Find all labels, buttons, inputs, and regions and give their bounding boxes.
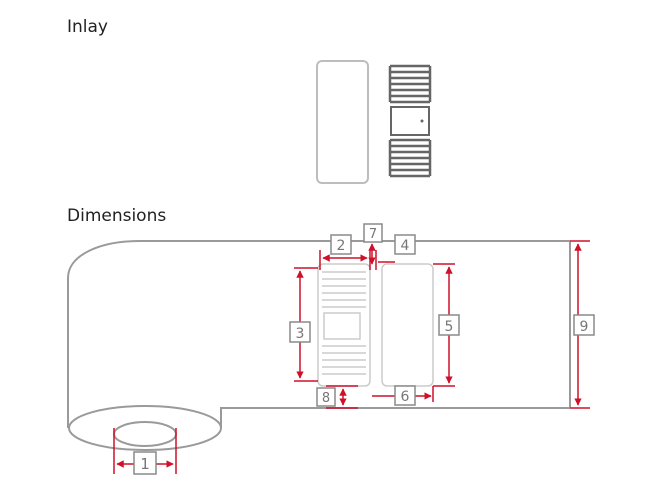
dimension-label-3: 3 [289, 321, 311, 343]
dimension-label-9: 9 [573, 314, 595, 336]
label-on-roll-inlay [317, 263, 371, 387]
inlay-heading: Inlay [67, 17, 108, 37]
dimension-4-line [375, 250, 395, 270]
dimensions-heading: Dimensions [67, 206, 167, 226]
svg-text:3: 3 [296, 326, 305, 342]
dimension-label-7: 7 [363, 223, 383, 243]
svg-text:9: 9 [580, 319, 589, 335]
label-roll [67, 240, 571, 451]
svg-text:1: 1 [140, 455, 150, 473]
dimension-label-8: 8 [316, 387, 336, 407]
svg-text:8: 8 [322, 391, 330, 406]
dimension-label-5: 5 [438, 314, 460, 336]
dimension-label-2: 2 [330, 234, 352, 255]
label-on-roll-blank [381, 263, 434, 387]
dimension-label-1: 1 [133, 451, 157, 475]
dimension-label-4: 4 [394, 234, 416, 255]
dimension-label-6: 6 [394, 385, 416, 406]
inlay-antenna [388, 64, 432, 178]
dimension-8-line [326, 385, 358, 409]
svg-text:7: 7 [369, 227, 377, 242]
inlay-blank-card [316, 60, 369, 184]
svg-text:2: 2 [337, 238, 346, 254]
svg-text:4: 4 [401, 238, 410, 254]
svg-text:6: 6 [401, 389, 410, 405]
svg-text:5: 5 [445, 319, 454, 335]
